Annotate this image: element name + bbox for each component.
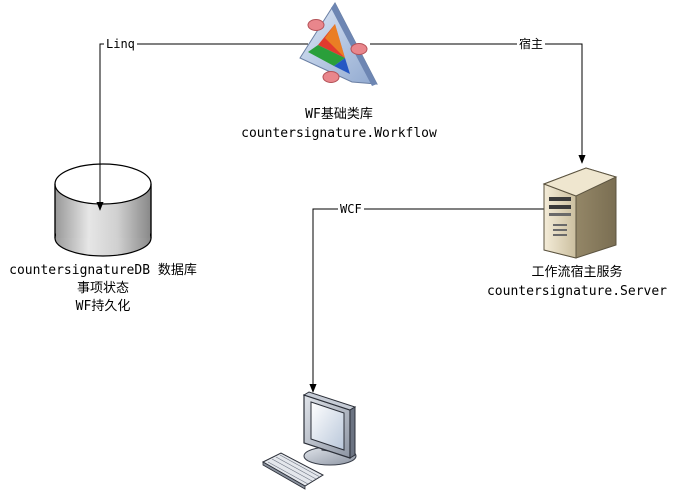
- edge-wcf: [309, 208, 563, 393]
- database-icon: [54, 163, 152, 257]
- workflow-label-name: countersignature.Workflow: [241, 126, 437, 141]
- desktop-computer-icon: [261, 391, 357, 490]
- server-label-title: 工作流宿主服务: [531, 265, 623, 280]
- database-label-line3: WF持久化: [75, 299, 131, 314]
- edge-label-wcf: WCF: [338, 202, 364, 216]
- edge-linq: [96, 43, 308, 211]
- database-label-title: countersignatureDB 数据库: [9, 263, 197, 278]
- workflow-label-title: WF基础类库: [305, 107, 373, 122]
- workflow-library-icon: [299, 1, 378, 86]
- edge-host: [370, 43, 586, 164]
- server-icon: [542, 167, 618, 259]
- database-label-line2: 事项状态: [76, 281, 129, 296]
- server-label-name: countersignature.Server: [486, 284, 667, 299]
- edge-label-linq: Linq: [104, 37, 137, 51]
- edge-label-host: 宿主: [517, 37, 546, 51]
